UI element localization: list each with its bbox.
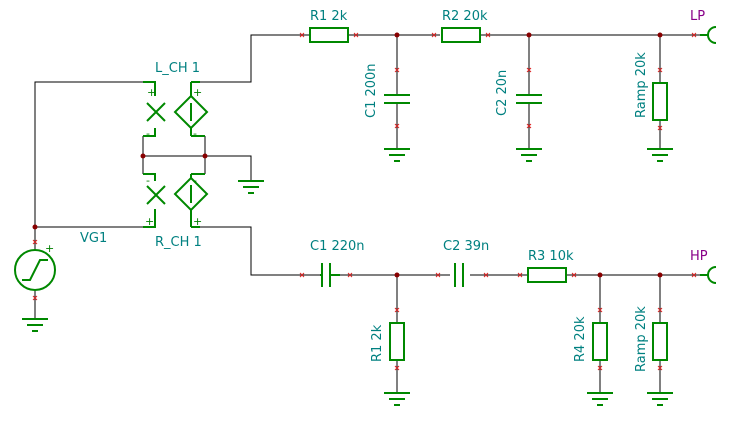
label-ramp-bottom: Ramp 20k [634, 306, 649, 372]
label-r4-bottom: R4 20k [573, 316, 588, 362]
ground-r4-bottom [587, 392, 613, 406]
label-r2-top: R2 20k [442, 9, 488, 24]
label-r1-top: R1 2k [310, 9, 348, 24]
label-l-ch: L_CH 1 [155, 61, 200, 76]
label-r1-bottom: R1 2k [370, 324, 385, 362]
resistor-r1-bottom [389, 322, 405, 361]
source-l-ch [143, 81, 209, 137]
resistor-r3-bottom [527, 267, 567, 283]
pin-minus: - [146, 174, 150, 187]
labels: R1 2k R2 20k C1 200n C2 20n Ramp 20k LP … [80, 9, 708, 372]
ground-c2-top [516, 148, 542, 162]
pin-minus: - [193, 174, 197, 187]
pin-plus: + [145, 215, 154, 228]
label-c2-bottom: C2 39n [443, 239, 489, 254]
label-r3-bottom: R3 10k [528, 249, 574, 264]
pin-plus: + [147, 86, 156, 99]
pin-plus: + [45, 242, 54, 255]
port-lp [700, 26, 717, 44]
pin-markers [32, 32, 697, 371]
label-ramp-top: Ramp 20k [634, 52, 649, 118]
ground-r1-bottom [384, 392, 410, 406]
ground-c1-top [384, 148, 410, 162]
ground-ramp-bottom [647, 392, 673, 406]
capacitor-c2-bottom [454, 263, 464, 287]
ground-generator [22, 318, 48, 332]
junction-dots [32, 32, 663, 278]
pin-minus: - [193, 127, 197, 140]
label-c2-top: C2 20n [495, 70, 510, 116]
capacitor-c1-bottom [320, 263, 340, 287]
generator-vg1 [14, 249, 56, 291]
ground-ramp-top [647, 148, 673, 162]
pin-signs: + - + - - + - + + [45, 86, 202, 255]
resistor-ramp-bottom [652, 322, 668, 361]
label-c1-top: C1 200n [364, 63, 379, 118]
resistor-r4-bottom [592, 322, 608, 361]
capacitor-c2-top [516, 94, 542, 104]
resistor-r2-top [441, 27, 481, 43]
label-vg1: VG1 [80, 231, 107, 246]
ground-symbols [22, 148, 673, 406]
label-lp: LP [690, 9, 705, 24]
pin-minus: - [146, 127, 150, 140]
source-r-ch [143, 173, 209, 228]
ground-middle [238, 180, 264, 194]
label-c1-bottom: C1 220n [310, 239, 365, 254]
label-hp: HP [690, 249, 708, 264]
label-r-ch: R_CH 1 [155, 235, 202, 250]
port-hp [700, 266, 717, 284]
pin-plus: + [193, 215, 202, 228]
capacitor-c1-top [384, 94, 410, 104]
resistor-ramp-top [652, 82, 668, 121]
pin-plus: + [193, 86, 202, 99]
resistor-r1-top [309, 27, 349, 43]
